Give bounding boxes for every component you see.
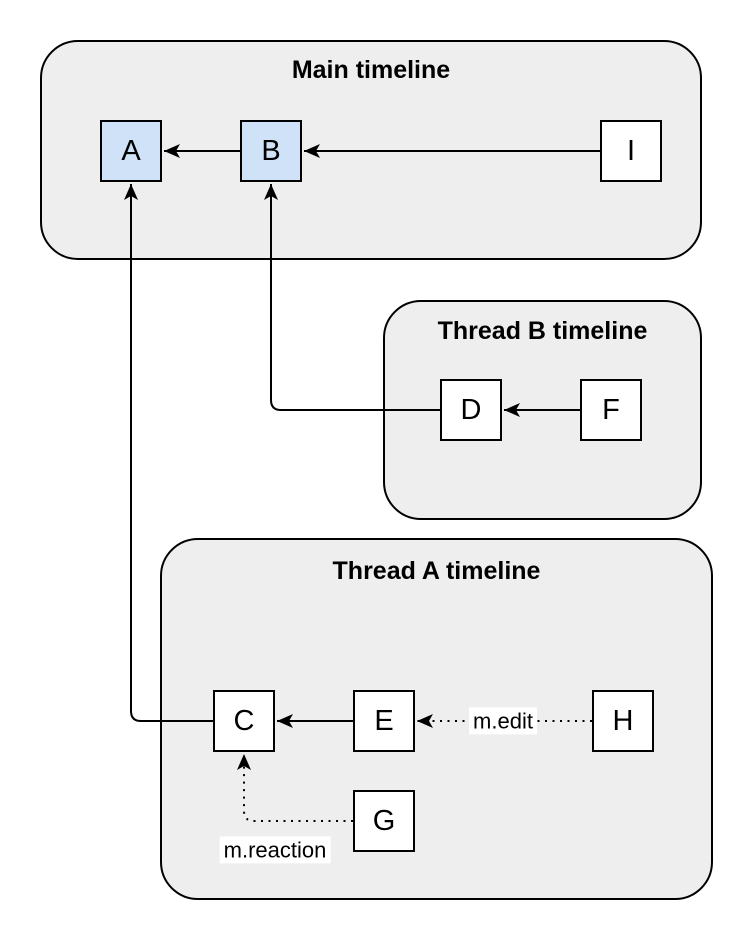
node-b: B <box>240 120 302 182</box>
node-f: F <box>580 379 642 441</box>
node-c-label: C <box>233 704 255 737</box>
node-f-label: F <box>602 393 620 426</box>
node-a-label: A <box>121 134 141 167</box>
container-thread-b-timeline-title: Thread B timeline <box>437 317 648 345</box>
node-h-label: H <box>612 704 634 737</box>
node-e: E <box>353 690 415 752</box>
node-i-label: I <box>626 134 636 167</box>
node-d: D <box>440 379 502 441</box>
node-a: A <box>100 120 162 182</box>
container-thread-a-timeline-title: Thread A timeline <box>332 557 541 585</box>
edge-label-m-edit: m.edit <box>469 707 537 735</box>
node-d-label: D <box>460 393 482 426</box>
node-g: G <box>353 790 415 852</box>
container-main-timeline-title: Main timeline <box>291 56 451 84</box>
edge-label-m-reaction: m.reaction <box>219 836 331 864</box>
node-b-label: B <box>261 134 281 167</box>
node-h: H <box>592 690 654 752</box>
node-i: I <box>600 120 662 182</box>
node-c: C <box>213 690 275 752</box>
node-e-label: E <box>374 704 394 737</box>
container-thread-b-timeline: Thread B timeline <box>383 300 702 520</box>
node-g-label: G <box>372 804 396 837</box>
